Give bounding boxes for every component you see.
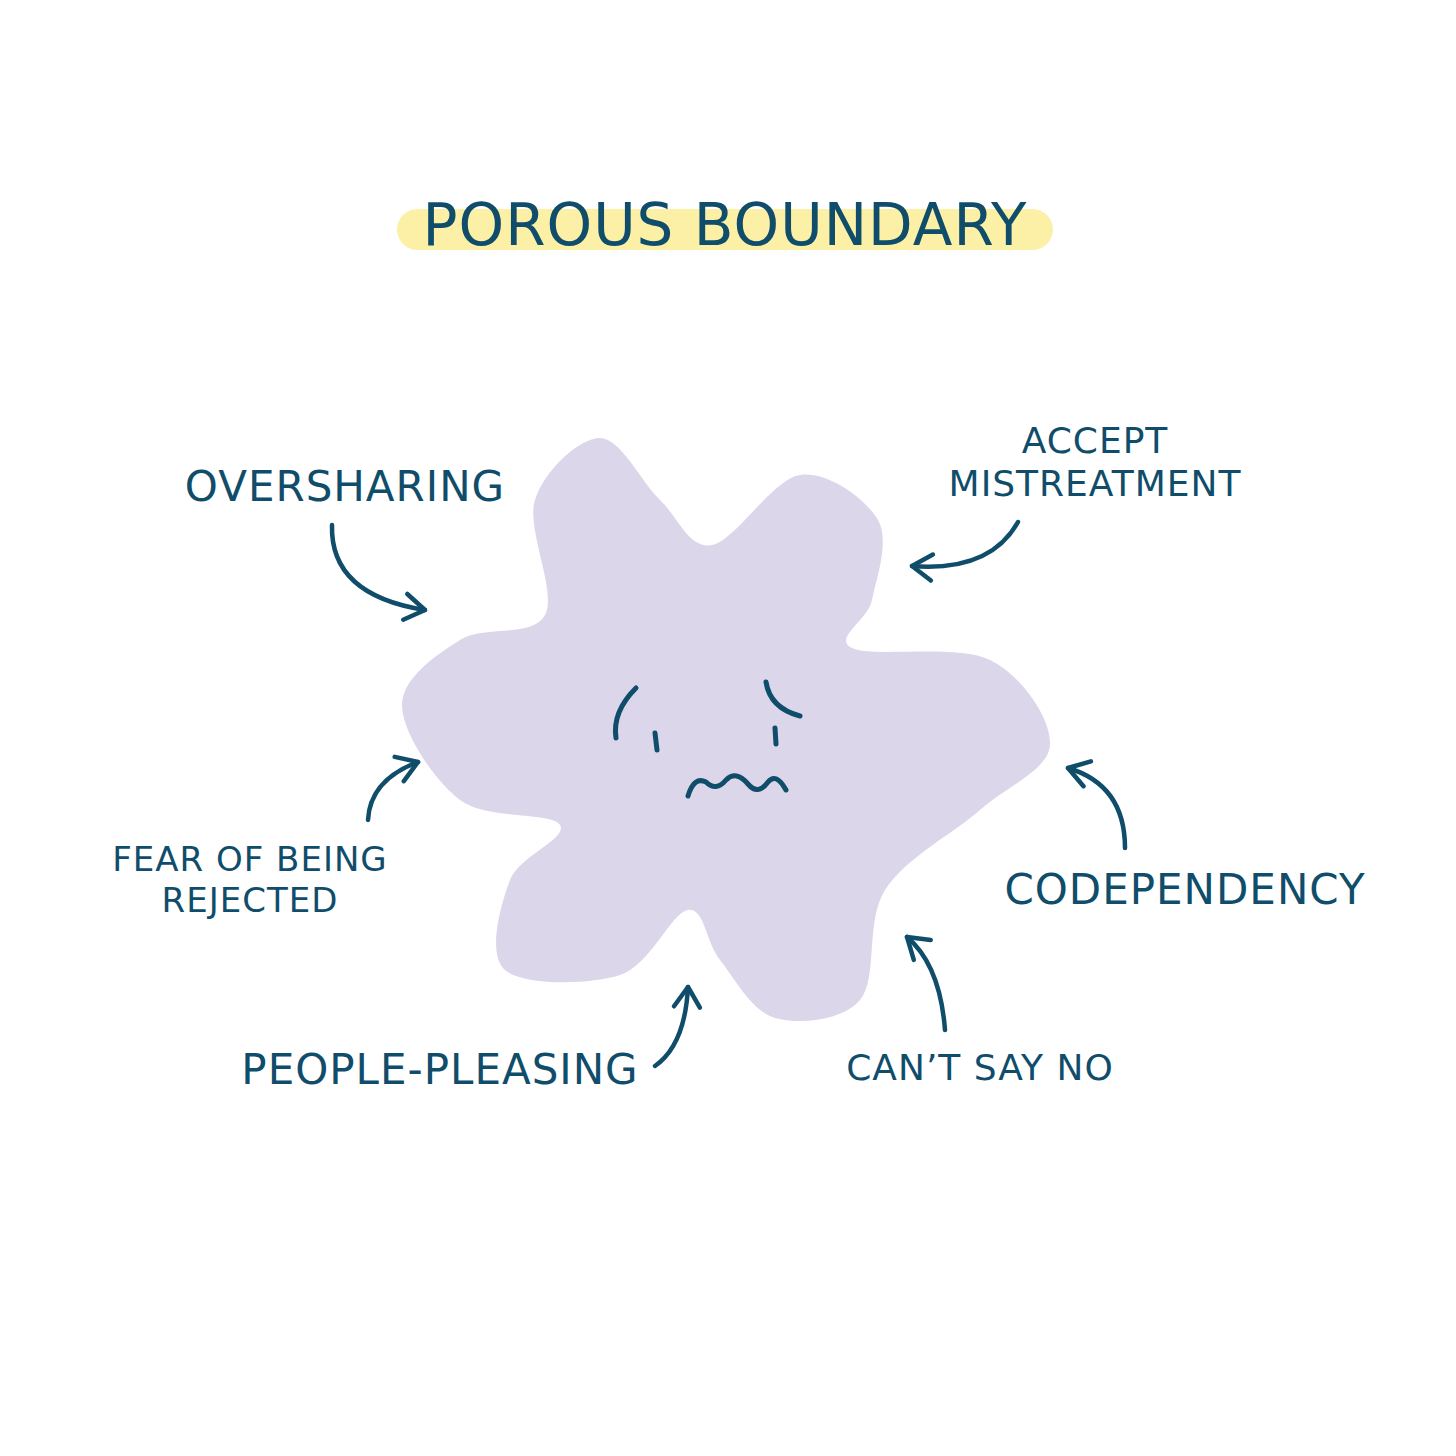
eyebrow — [615, 688, 636, 738]
diagram-title: POROUS BOUNDARY — [423, 191, 1028, 261]
arrow-head — [403, 594, 425, 620]
leader-line — [912, 522, 1018, 567]
tear-mark — [655, 733, 657, 750]
symptom-label: ACCEPT MISTREATMENT — [935, 419, 1255, 505]
arrow-head — [907, 937, 931, 960]
tear-mark — [775, 728, 776, 744]
arrow-head — [1068, 761, 1091, 786]
blob-shape — [402, 438, 1050, 1021]
symptom-label: PEOPLE-PLEASING — [241, 1045, 638, 1095]
symptom-label: CAN’T SAY NO — [846, 1046, 1114, 1089]
eyebrow — [766, 682, 800, 716]
arrow-head — [395, 757, 418, 781]
arrow-head — [912, 555, 933, 581]
sad-face — [615, 682, 800, 796]
leader-line — [655, 987, 688, 1066]
symptom-label: OVERSHARING — [185, 462, 505, 512]
wavy-mouth — [688, 776, 786, 796]
leader-line — [907, 937, 945, 1030]
symptom-label: CODEPENDENCY — [1004, 865, 1365, 915]
arrow-head — [674, 987, 700, 1008]
leader-lines — [332, 522, 1125, 1066]
symptom-label: FEAR OF BEING REJECTED — [85, 839, 415, 921]
